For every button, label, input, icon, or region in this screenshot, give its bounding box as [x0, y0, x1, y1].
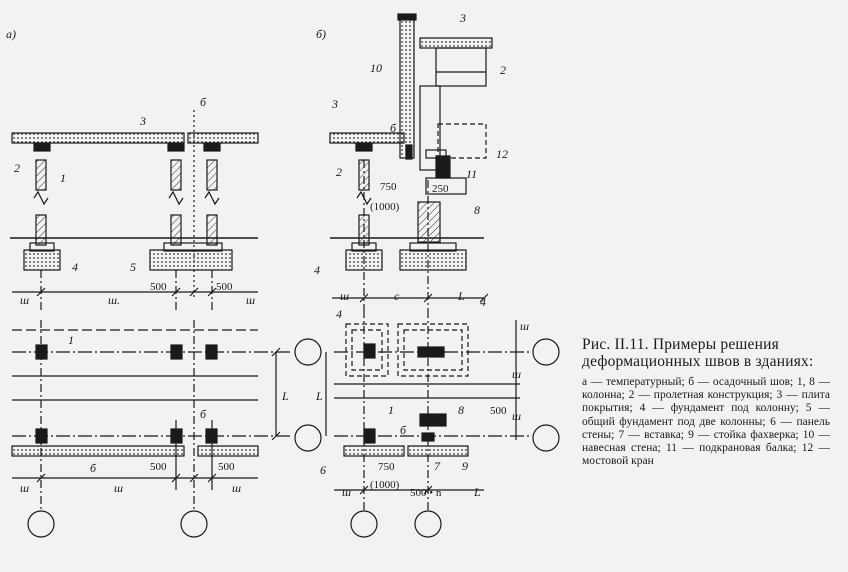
wall-panel-b [343, 445, 405, 457]
axis-marker [532, 424, 560, 452]
mark-delta: б [200, 95, 207, 109]
column-left [35, 159, 47, 246]
caption-legend: а — температурный; б — осадочный шов; 1,… [582, 376, 830, 468]
dim-sh: ш [114, 481, 123, 495]
panel-a-section [10, 110, 259, 310]
dim-L: L [281, 389, 289, 403]
dim-500n: 500 • n [410, 487, 442, 499]
panel-b-plan [325, 310, 560, 538]
dim-500: 500 [150, 461, 167, 473]
mark-3-b: 3 [459, 11, 466, 25]
dim-750-plan: 750 [378, 461, 395, 473]
dim-500-side: 500 [490, 405, 507, 417]
mark-delta-b: б [390, 121, 397, 135]
mark-delta-plan-b: б [400, 423, 407, 437]
crane-beam [435, 155, 451, 179]
figure-caption: Рис. II.11. Примеры решения деформационн… [582, 336, 830, 468]
mark-2-b: 2 [500, 63, 506, 77]
mark-4-b: 4 [314, 263, 320, 277]
dim-sh: ш [246, 293, 255, 307]
wall-panel-right [197, 445, 259, 457]
dim-sh-side: ш [520, 319, 529, 333]
dim-L-b: L [457, 289, 465, 303]
mark-9: 9 [462, 459, 468, 473]
dim-L-bottom: L [473, 485, 481, 499]
panel-a-plan [11, 320, 322, 538]
axis-marker [294, 338, 322, 366]
mark-b6: б [90, 461, 97, 475]
dim-sh: ш [232, 481, 241, 495]
dim-sh: ш [20, 481, 29, 495]
mark-3-left: 3 [331, 97, 338, 111]
dim-c: c [394, 289, 400, 303]
crane [437, 123, 487, 159]
mark-11: 11 [466, 167, 477, 181]
mark-1: 1 [60, 171, 66, 185]
curtain-wall [399, 17, 415, 159]
mark-2-left: 2 [336, 165, 342, 179]
dim-L-plan: L [315, 389, 323, 403]
dim-750: 750 [380, 181, 397, 193]
mark-4-plan-r: 4 [480, 295, 486, 309]
dim-sh-side: ш [512, 367, 521, 381]
mark-6: 6 [320, 463, 326, 477]
column-mid [170, 159, 182, 246]
mark-7: 7 [434, 459, 441, 473]
dim-sh-b: ш [340, 289, 349, 303]
dim-250: 250 [432, 183, 449, 195]
roof-slab-right [187, 132, 259, 144]
axis-marker [414, 510, 442, 538]
mark-10: 10 [370, 61, 382, 75]
dim-sh: ш [20, 293, 29, 307]
mark-5: 5 [130, 260, 136, 274]
dim-sh-bottom: ш [342, 485, 351, 499]
column-right [206, 159, 218, 246]
panel-label-a: а) [6, 27, 16, 41]
dim-sh-side: ш [512, 409, 521, 423]
axis-marker [350, 510, 378, 538]
caption-title: Рис. II.11. Примеры решения деформационн… [582, 336, 814, 370]
axis-marker [27, 510, 55, 538]
axis-marker [294, 424, 322, 452]
dim-500: 500 [216, 281, 233, 293]
mark-12: 12 [496, 147, 508, 161]
mark-1-plan: 1 [68, 333, 74, 347]
panel-b-section [329, 13, 493, 310]
mark-2: 2 [14, 161, 20, 175]
panel-label-b: б) [316, 27, 326, 41]
mark-3: 3 [139, 114, 146, 128]
dim-500: 500 [218, 461, 235, 473]
foundation-shared [149, 249, 233, 271]
mark-4: 4 [72, 260, 78, 274]
mark-delta-plan: б [200, 407, 207, 421]
dim-1000-plan: (1000) [370, 479, 400, 491]
mark-4-plan: 4 [336, 307, 342, 321]
dim-sh: ш. [108, 293, 120, 307]
mark-1-b: 1 [388, 403, 394, 417]
axis-marker [532, 338, 560, 366]
wall-panel-left [11, 445, 185, 457]
dim-500: 500 [150, 281, 167, 293]
dim-1000: (1000) [370, 201, 400, 213]
mark-8: 8 [474, 203, 480, 217]
roof-slab-left [11, 132, 185, 144]
foundation-single [23, 249, 61, 271]
axis-marker [180, 510, 208, 538]
mark-8-plan: 8 [458, 403, 464, 417]
